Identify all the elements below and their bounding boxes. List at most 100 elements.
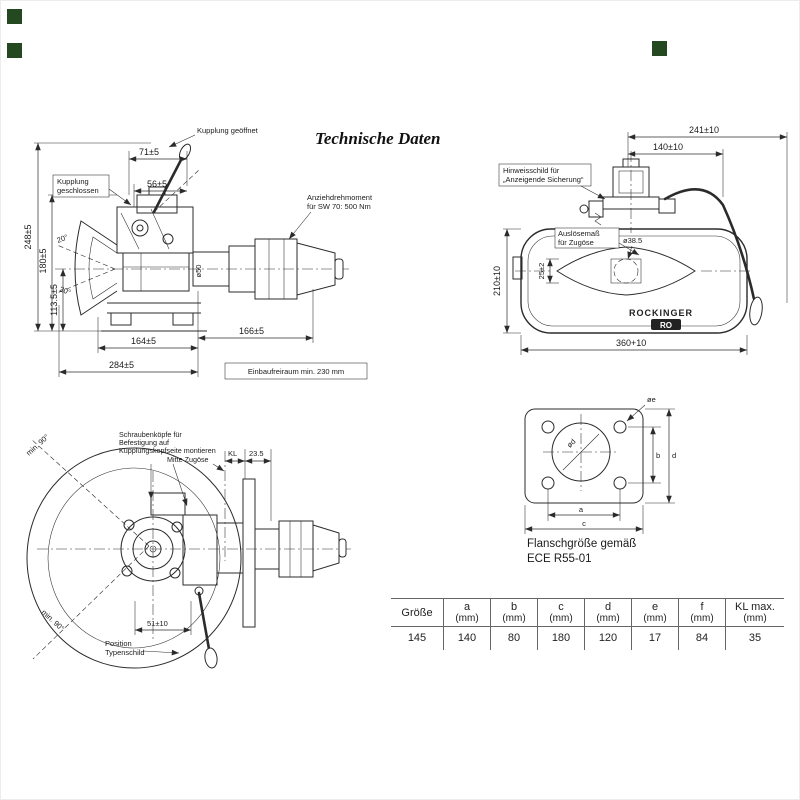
dim-71: 71±5 [139, 147, 159, 157]
label-mitte-zugoese: Mitte Zugöse [167, 455, 209, 464]
dim-oe: øe [647, 395, 656, 404]
label-schrauben-2: Befestigung auf [119, 438, 169, 447]
dim-o38-5: ø38.5 [623, 236, 642, 245]
header-a-label: a [463, 601, 471, 613]
rear-view: min. 90° min. 90° Schraubenköpfe für Bef… [24, 430, 351, 669]
side-view-geometry [55, 143, 349, 332]
dim-25: 25±2 [537, 263, 546, 280]
header-e-label: e [651, 601, 659, 613]
coupling-mouth [556, 246, 696, 296]
header-b-unit: (mm) [502, 613, 526, 624]
header-e-unit: (mm) [643, 613, 667, 624]
front-view-geometry [512, 151, 763, 334]
label-hinweisschild-1: Hinweisschild für [503, 166, 560, 175]
flange-size-table: Größe a (mm) b (mm) c (mm) d [391, 598, 784, 650]
bolt-head-1 [123, 519, 135, 531]
dim-164: 164±5 [131, 336, 156, 346]
header-c-unit: (mm) [549, 613, 573, 624]
brand-logo-text: RO [660, 321, 672, 330]
flange-caption-1: Flanschgröße gemäß [527, 538, 636, 550]
rear-view-dimension-lines [134, 449, 272, 656]
label-ausloesemass-1: Auslösemaß [558, 229, 600, 238]
handle-knob [749, 296, 763, 326]
label-position-2: Typenschild [105, 648, 145, 657]
label-kupplung-geschlossen-1: Kupplung [57, 177, 89, 186]
dim-56: 56±5 [147, 179, 167, 189]
spec-table: Größe a (mm) b (mm) c (mm) d [391, 598, 784, 650]
table-header-b: b (mm) [490, 598, 538, 627]
brand-logo-box [651, 319, 681, 330]
label-position-1: Position [105, 639, 132, 648]
dim-284: 284±5 [109, 360, 134, 370]
label-schrauben-1: Schraubenköpfe für [119, 430, 182, 439]
table-header-e: e (mm) [631, 598, 679, 627]
rear-view-geometry [26, 438, 351, 669]
header-b-label: b [510, 601, 518, 613]
bolt-hole-4 [613, 476, 627, 490]
value-f: 84 [678, 626, 726, 650]
bolt-hole-2 [613, 420, 627, 434]
label-kupplung-geoeffnet: Kupplung geöffnet [197, 126, 259, 135]
dim-180: 180±5 [38, 249, 48, 274]
bell-housing [26, 447, 242, 669]
front-view: Hinweisschild für „Anzeigende Sicherung“… [492, 125, 788, 355]
dim-d: d [672, 451, 676, 460]
funnel-mouth [74, 220, 118, 316]
dim-113-5: 113.5±5 [49, 284, 59, 316]
header-a-unit: (mm) [455, 613, 479, 624]
header-d-unit: (mm) [596, 613, 620, 624]
front-view-dimension-lines [498, 132, 788, 355]
dim-210: 210±10 [492, 266, 502, 296]
dim-140: 140±10 [653, 142, 683, 152]
brand-text: ROCKINGER [629, 308, 693, 318]
angle-20-upper: 20° [55, 232, 69, 244]
page-title: Technische Daten [315, 129, 441, 148]
header-kl-label: KL max. [735, 601, 775, 613]
bolt-head-2 [171, 521, 183, 533]
header-c-label: c [558, 601, 564, 613]
dim-51: 51±10 [147, 619, 168, 628]
dim-o50: ø50 [194, 265, 203, 278]
table-header-kl-max: KL max. (mm) [725, 598, 784, 627]
label-ausloesemass-2: für Zugöse [558, 238, 594, 247]
header-f-unit: (mm) [690, 613, 714, 624]
dim-241: 241±10 [689, 125, 719, 135]
side-view-dimension-lines [34, 134, 368, 380]
label-anziehdrehmoment-2: für SW 70: 500 Nm [307, 202, 371, 211]
pendulum-handle [197, 591, 211, 651]
value-kl-max: 35 [725, 626, 784, 650]
side-view: Kupplung geöffnet Kupplung geschlossen A… [23, 126, 373, 380]
table-header-f: f (mm) [678, 598, 726, 627]
value-d: 120 [584, 626, 632, 650]
label-hinweisschild-2: „Anzeigende Sicherung“ [503, 175, 584, 184]
dim-b: b [656, 451, 660, 460]
table-value-row: 145 140 80 180 120 17 84 35 [391, 626, 784, 650]
bolt-head-4 [169, 567, 181, 579]
value-a: 140 [443, 626, 491, 650]
dim-23-5: 23.5 [249, 449, 264, 458]
label-schrauben-3: Kupplungskopfseite montieren [119, 446, 216, 455]
dim-kl: KL [228, 449, 237, 458]
dim-166: 166±5 [239, 326, 264, 336]
table-header-c: c (mm) [537, 598, 585, 627]
flange-plate [524, 408, 644, 504]
table-header-groesse: Größe [391, 599, 444, 627]
scan-artifact-1 [7, 9, 22, 24]
label-kupplung-geschlossen-2: geschlossen [57, 186, 99, 195]
header-groesse-label: Größe [401, 606, 433, 619]
bolt-head-3 [121, 565, 133, 577]
flange-caption-2: ECE R55-01 [527, 553, 592, 565]
value-c: 180 [537, 626, 585, 650]
towing-eye-circle [613, 258, 639, 284]
table-header-row: Größe a (mm) b (mm) c (mm) d [391, 598, 784, 627]
bolt-hole-3 [541, 476, 555, 490]
dim-248: 248±5 [23, 225, 33, 250]
release-handle [663, 188, 756, 301]
table-header-d: d (mm) [584, 598, 632, 627]
value-e: 17 [631, 626, 679, 650]
value-b: 80 [490, 626, 538, 650]
value-groesse: 145 [407, 632, 427, 644]
traverse-body [520, 228, 748, 334]
bolt-hole-1 [541, 420, 555, 434]
